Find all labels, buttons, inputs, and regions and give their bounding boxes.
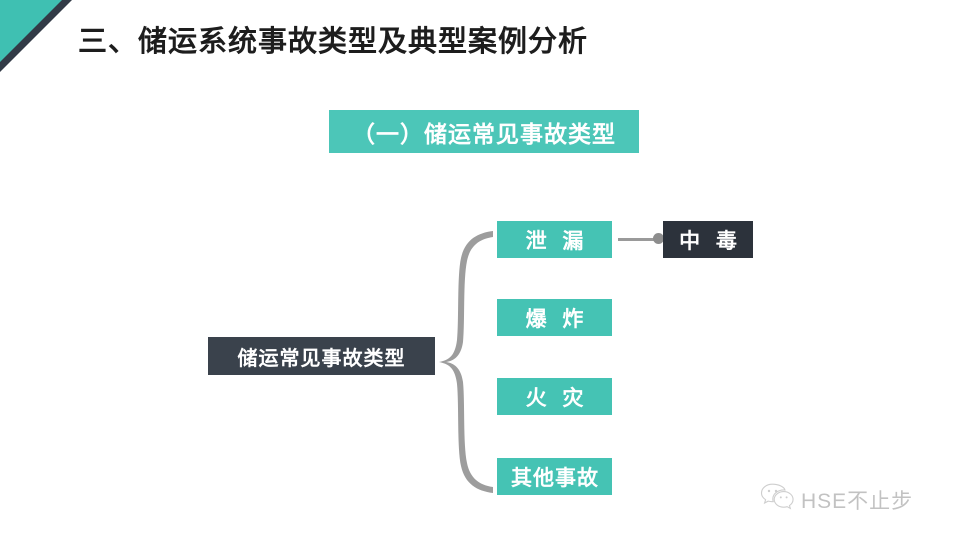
diagram-root-node: 储运常见事故类型 xyxy=(208,337,435,375)
branch-node-fire-label: 火 灾 xyxy=(525,386,589,410)
branch-node-explosion-label: 爆 炸 xyxy=(525,307,589,331)
connector-line xyxy=(618,238,661,241)
branch-node-explosion: 爆 炸 xyxy=(497,299,612,336)
branch-node-fire: 火 灾 xyxy=(497,378,612,415)
wechat-logo-icon xyxy=(760,482,794,517)
page-title: 三、储运系统事故类型及典型案例分析 xyxy=(78,26,589,58)
curly-brace-icon xyxy=(437,228,495,496)
corner-triangle-teal-icon xyxy=(0,0,62,62)
leaf-node-poisoning-label: 中 毒 xyxy=(679,229,742,253)
section-subtitle-banner: （一）储运常见事故类型 xyxy=(329,110,639,153)
branch-node-leak-label: 泄 漏 xyxy=(525,229,589,253)
watermark: HSE不止步 xyxy=(760,482,913,517)
branch-node-leak: 泄 漏 xyxy=(497,221,612,258)
branch-node-other-label: 其他事故 xyxy=(511,466,599,490)
diagram-root-label: 储运常见事故类型 xyxy=(237,347,406,370)
branch-node-other: 其他事故 xyxy=(497,458,612,495)
watermark-text: HSE不止步 xyxy=(801,489,914,513)
section-subtitle-label: （一）储运常见事故类型 xyxy=(352,120,616,147)
connector-dot-icon xyxy=(653,233,664,244)
leaf-node-poisoning: 中 毒 xyxy=(663,221,753,258)
